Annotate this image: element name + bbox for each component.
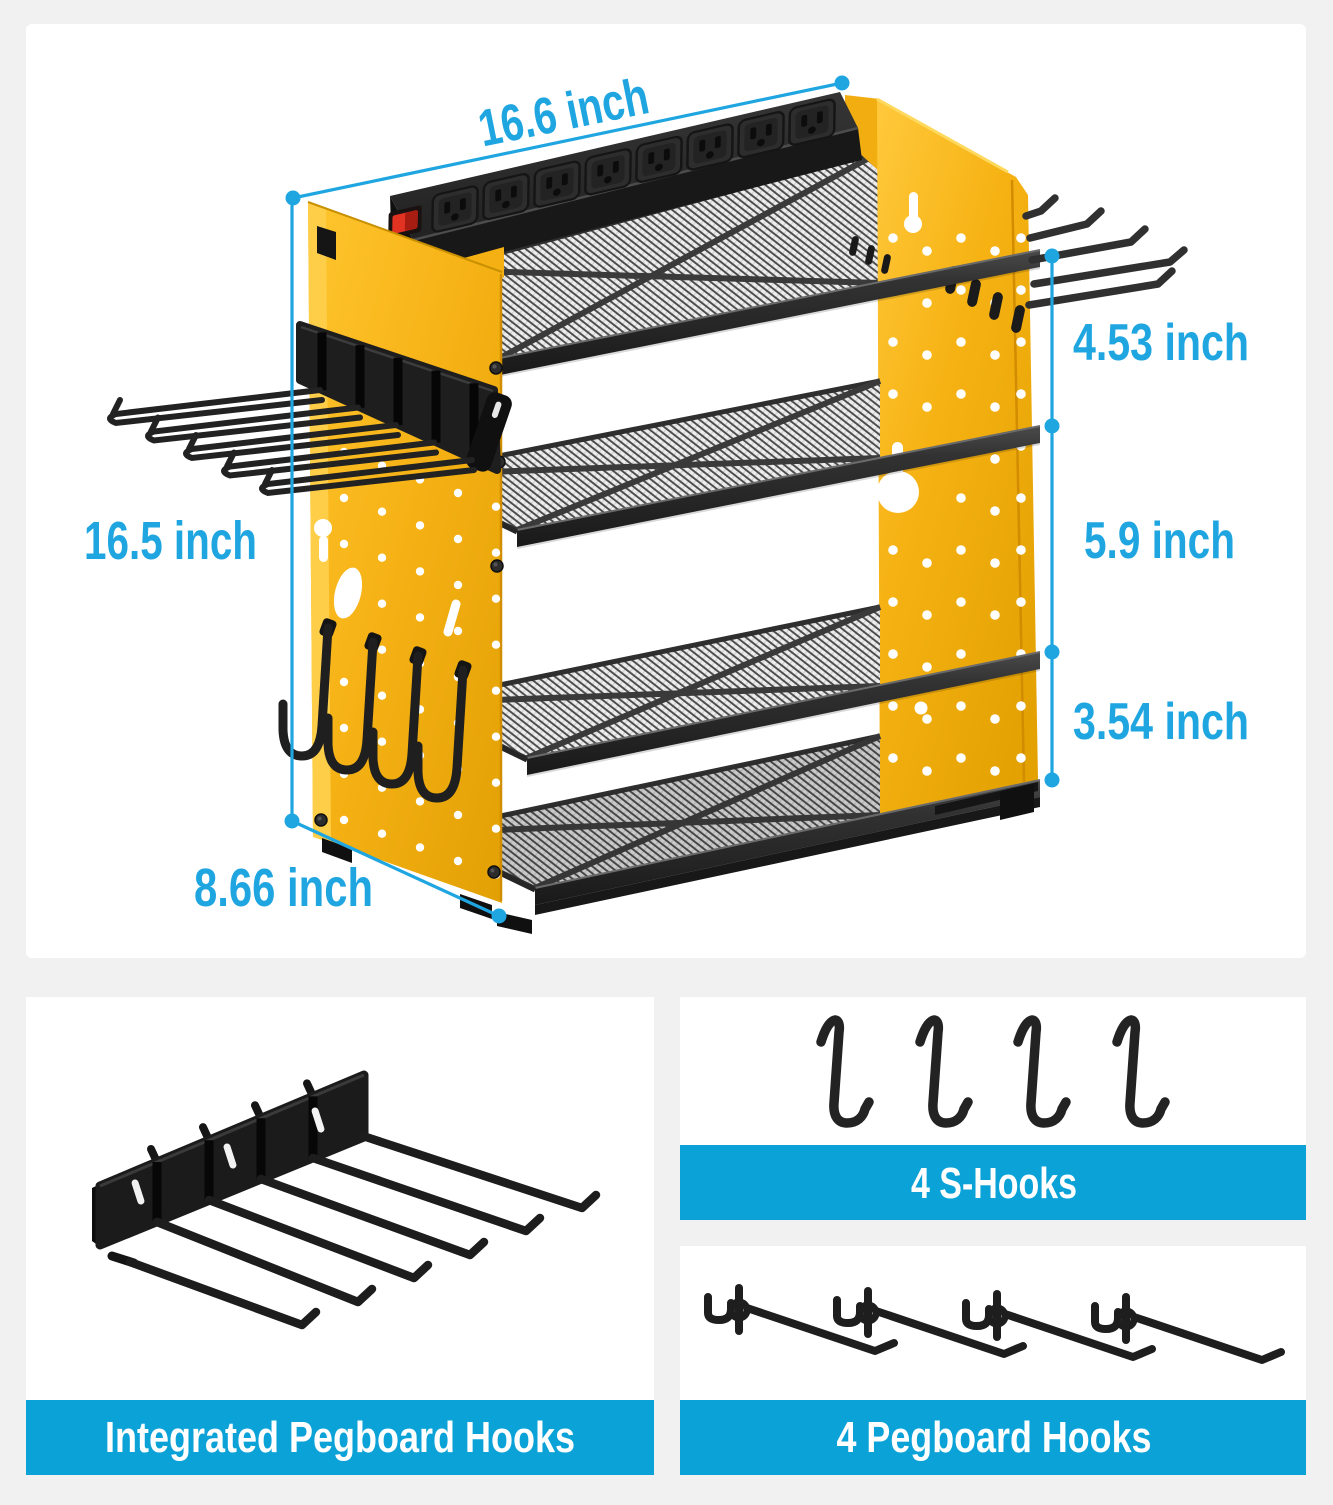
svg-text:8.66 inch: 8.66 inch	[194, 858, 373, 918]
svg-text:4 S-Hooks: 4 S-Hooks	[911, 1159, 1077, 1208]
svg-text:4.53 inch: 4.53 inch	[1073, 314, 1249, 372]
svg-text:4 Pegboard Hooks: 4 Pegboard Hooks	[837, 1413, 1152, 1462]
svg-text:3.54 inch: 3.54 inch	[1073, 693, 1249, 751]
svg-text:16.5 inch: 16.5 inch	[84, 511, 257, 571]
svg-text:Integrated Pegboard Hooks: Integrated Pegboard Hooks	[105, 1413, 575, 1462]
svg-text:5.9 inch: 5.9 inch	[1084, 512, 1235, 570]
